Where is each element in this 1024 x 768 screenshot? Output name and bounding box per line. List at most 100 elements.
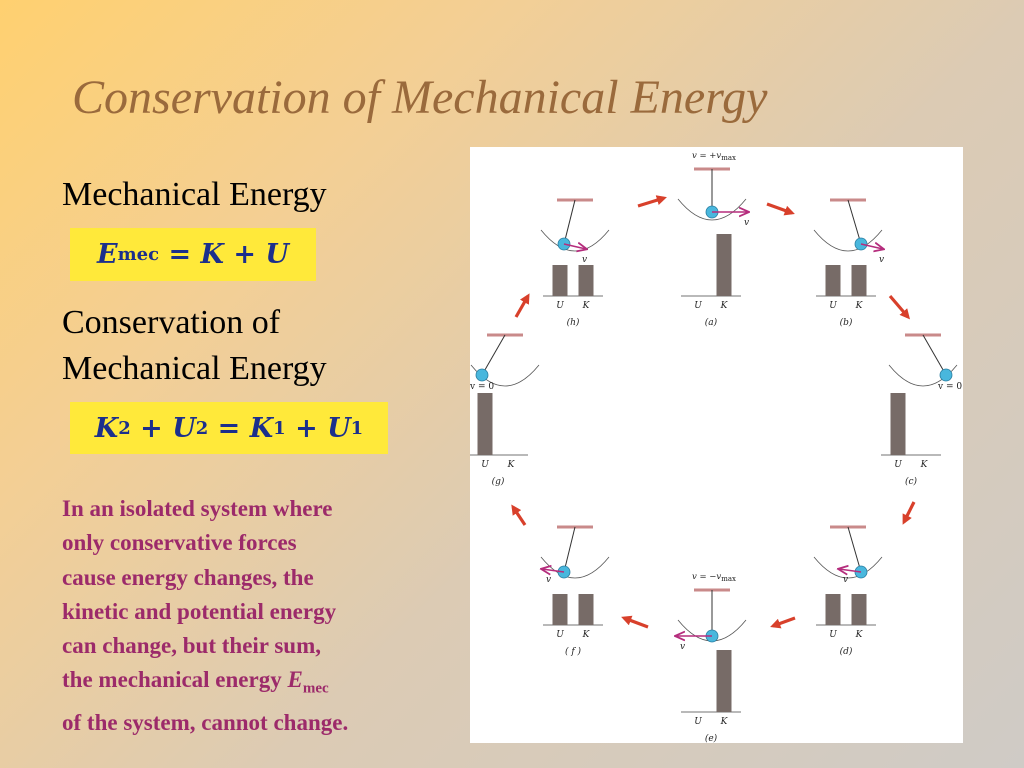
zero-velocity-label-g: v = 0 [470,382,494,392]
kinetic-energy-bar-a [716,234,732,296]
panel-label-h: (h) [567,317,580,328]
kinetic-energy-bar-h [578,265,594,296]
panel-label-a: (a) [705,317,718,328]
potential-energy-bar-b [825,265,841,296]
velocity-note-text-e: v = −v [692,572,721,582]
bob-g [475,368,489,382]
cycle-arrow-7 [511,504,527,526]
bar-label-u-c: U [894,460,902,470]
velocity-label-f: v [546,575,551,585]
bar-label-k-a: K [720,301,729,311]
swing-arc-b [813,229,883,252]
conservation-heading: Conservation of Mechanical Energy [62,300,327,392]
eq2-t1: K [94,412,119,444]
eq1-lhs-sub: mec [117,244,160,265]
velocity-note-e: v = −vmax [692,572,736,583]
slide-title: Conservation of Mechanical Energy [72,71,768,124]
potential-energy-bar-g [477,393,493,455]
cycle-arrow-2 [766,202,795,216]
eq1-lhs: E [97,239,118,270]
bob-c [939,368,953,382]
potential-energy-bar-f [552,594,568,625]
para-line-6-text: the mechanical energy [62,667,288,693]
string-d [847,526,862,573]
eq2-t4-sub: 1 [350,417,364,439]
string-c [922,334,947,376]
panel-label-e: (e) [705,733,718,743]
panel-label-b: (b) [840,317,853,328]
bar-label-u-f: U [556,630,564,640]
para-line-5: can change, but their sum, [62,633,321,659]
eq1-rhs: = K + U [159,239,289,270]
eq2-t3-sub: 1 [273,417,286,439]
string-h [563,199,576,245]
para-line-7: of the system, cannot change. [62,710,349,736]
swing-arc-d [813,556,883,579]
velocity-vector-h [563,244,586,249]
velocity-label-h: v [582,255,587,265]
zero-velocity-label-c: v = 0 [937,382,962,392]
bar-label-k-h: K [582,301,591,311]
bar-label-k-c: K [920,460,929,470]
cycle-arrow-3 [888,294,910,320]
bar-label-u-e: U [694,717,702,727]
cycle-arrow-4 [902,501,916,525]
conservation-heading-line2: Mechanical Energy [62,350,327,387]
para-line-3: cause energy changes, the [62,564,314,590]
panel-label-g: (g) [492,476,505,487]
velocity-vector-d [839,569,862,572]
velocity-label-d: v [843,575,848,585]
swing-arc-a [677,198,747,221]
emec-symbol-sub: mec [302,681,329,698]
para-line-4: kinetic and potential energy [62,598,337,624]
velocity-note-text-a: v = +v [692,151,721,161]
bar-label-u-d: U [829,630,837,640]
kinetic-energy-bar-b [851,265,867,296]
bar-label-k-g: K [507,460,516,470]
panel-label-d: (d) [840,646,853,657]
eq2-t1-sub: 2 [118,417,131,439]
potential-energy-bar-d [825,594,841,625]
eq2-t3: = K [208,412,274,444]
eq2-t2-sub: 2 [195,417,209,439]
bar-label-k-d: K [855,630,864,640]
cycle-arrow-1 [637,195,667,208]
bar-label-u-g: U [481,460,489,470]
mechanical-energy-heading: Mechanical Energy [62,176,327,213]
kinetic-energy-bar-e [716,650,732,712]
cycle-arrow-5 [770,616,796,629]
string-b [847,199,862,245]
velocity-label-a: v [744,218,749,228]
panel-label-f: ( f ) [565,646,582,657]
panel-label-c: (c) [905,476,918,487]
eq2-t4: + U [285,412,351,444]
potential-energy-bar-c [890,393,906,455]
velocity-label-b: v [879,255,884,265]
para-line-2: only conservative forces [62,530,297,556]
para-line-6: the mechanical energy Emec [62,663,432,706]
bar-label-u-b: U [829,301,837,311]
bar-label-u-a: U [694,301,702,311]
swing-arc-f [540,556,610,579]
cycle-arrow-6 [621,615,649,629]
para-line-1: In an isolated system where [62,496,333,521]
bar-label-k-e: K [720,717,729,727]
velocity-note-sub-e: max [721,575,736,583]
emec-symbol: E [287,667,303,693]
eq2-t2: + U [130,412,196,444]
swing-arc-h [540,229,610,252]
conservation-paragraph: In an isolated system where only conserv… [62,492,432,741]
string-g [481,334,506,376]
bar-label-k-b: K [855,301,864,311]
velocity-vector-f [542,569,565,572]
potential-energy-bar-h [552,265,568,296]
velocity-vector-b [860,244,883,249]
bar-label-u-h: U [556,301,564,311]
kinetic-energy-bar-f [578,594,594,625]
kinetic-energy-bar-d [851,594,867,625]
velocity-note-sub-a: max [721,154,736,162]
